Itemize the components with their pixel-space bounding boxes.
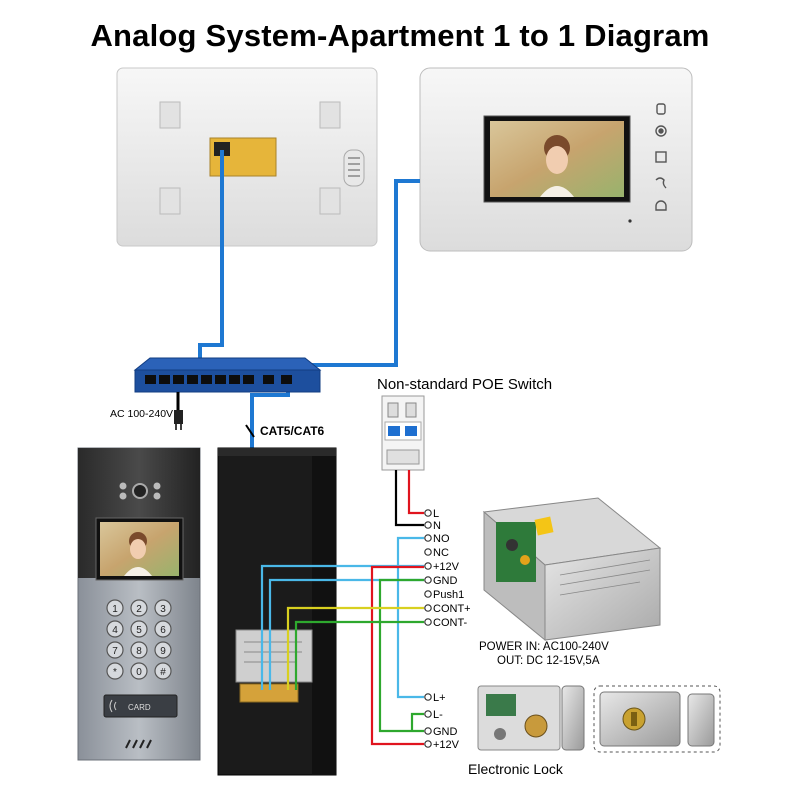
electronic-lock-label: Electronic Lock bbox=[468, 761, 564, 777]
keypad-key-label: 6 bbox=[160, 625, 166, 636]
monitor-back bbox=[116, 67, 378, 247]
diagram-title: Analog System-Apartment 1 to 1 Diagram bbox=[90, 18, 710, 53]
electronic-lock bbox=[593, 685, 721, 753]
keypad-key[interactable]: 0 bbox=[130, 662, 148, 680]
terminal-gnd: GND bbox=[424, 575, 458, 587]
keypad-key-label: 9 bbox=[160, 646, 166, 657]
terminal-push1: Push1 bbox=[424, 589, 464, 601]
terminal-no: NO bbox=[424, 533, 450, 545]
door-station: 1 2 3 4 5 6 7 8 9 * 0 # CARD bbox=[77, 447, 201, 761]
terminal-cont: CONT+ bbox=[424, 603, 471, 615]
terminal-nc: NC bbox=[424, 547, 449, 559]
terminal-label: GND bbox=[433, 726, 458, 738]
keypad-key-label: 3 bbox=[160, 604, 166, 615]
keypad-key-label: 2 bbox=[136, 604, 142, 615]
terminal-label: L- bbox=[433, 709, 443, 721]
power-out-label: OUT: DC 12-15V,5A bbox=[497, 655, 600, 667]
lock-controller bbox=[477, 685, 585, 751]
terminal-label: Push1 bbox=[433, 589, 464, 601]
lock-terminal: L+ bbox=[424, 692, 446, 704]
keypad-key[interactable]: 4 bbox=[106, 620, 124, 638]
keypad: 1 2 3 4 5 6 7 8 9 * 0 # bbox=[106, 599, 172, 680]
terminal-label: CONT- bbox=[433, 617, 468, 629]
poe-switch-label: Non-standard POE Switch bbox=[377, 376, 552, 393]
keypad-key-label: * bbox=[113, 667, 117, 678]
cable-label: CAT5/CAT6 bbox=[260, 424, 325, 438]
keypad-key[interactable]: * bbox=[106, 662, 124, 680]
power-supply bbox=[482, 497, 662, 642]
door-station-back bbox=[217, 447, 337, 776]
card-label: CARD bbox=[128, 703, 151, 712]
terminal-label: L+ bbox=[433, 692, 446, 704]
keypad-key[interactable]: 2 bbox=[130, 599, 148, 617]
terminal-label: NC bbox=[433, 547, 449, 559]
terminal-label: +12V bbox=[433, 739, 460, 751]
terminal-label: +12V bbox=[433, 561, 460, 573]
terminal-label: L bbox=[433, 508, 439, 520]
terminal-n: N bbox=[424, 520, 441, 532]
terminal-label: NO bbox=[433, 533, 450, 545]
keypad-key[interactable]: 7 bbox=[106, 641, 124, 659]
keypad-key-label: 1 bbox=[112, 604, 118, 615]
terminal-label: N bbox=[433, 520, 441, 532]
power-in-label: POWER IN: AC100-240V bbox=[479, 641, 609, 653]
terminal-cont: CONT- bbox=[424, 617, 468, 629]
keypad-key[interactable]: 6 bbox=[154, 620, 172, 638]
keypad-key-label: # bbox=[160, 667, 166, 678]
monitor-front bbox=[419, 67, 693, 252]
keypad-key[interactable]: 5 bbox=[130, 620, 148, 638]
keypad-key-label: 7 bbox=[112, 646, 118, 657]
keypad-key[interactable]: 9 bbox=[154, 641, 172, 659]
terminal-label: GND bbox=[433, 575, 458, 587]
terminal-12v: +12V bbox=[424, 561, 460, 573]
circuit-breaker bbox=[381, 395, 425, 471]
keypad-key[interactable]: # bbox=[154, 662, 172, 680]
keypad-key-label: 0 bbox=[136, 667, 142, 678]
keypad-key[interactable]: 3 bbox=[154, 599, 172, 617]
terminal-label: CONT+ bbox=[433, 603, 471, 615]
ac-input-label: AC 100-240V bbox=[110, 408, 173, 420]
keypad-key-label: 4 bbox=[112, 625, 118, 636]
lock-terminal: L- bbox=[424, 709, 443, 721]
poe-switch bbox=[133, 357, 322, 430]
lock-terminal: +12V bbox=[424, 739, 460, 751]
keypad-key-label: 5 bbox=[136, 625, 142, 636]
terminal-l: L bbox=[424, 508, 439, 520]
keypad-key[interactable]: 1 bbox=[106, 599, 124, 617]
lock-terminal: GND bbox=[424, 726, 458, 738]
keypad-key-label: 8 bbox=[136, 646, 142, 657]
keypad-key[interactable]: 8 bbox=[130, 641, 148, 659]
power-wires bbox=[260, 470, 424, 746]
